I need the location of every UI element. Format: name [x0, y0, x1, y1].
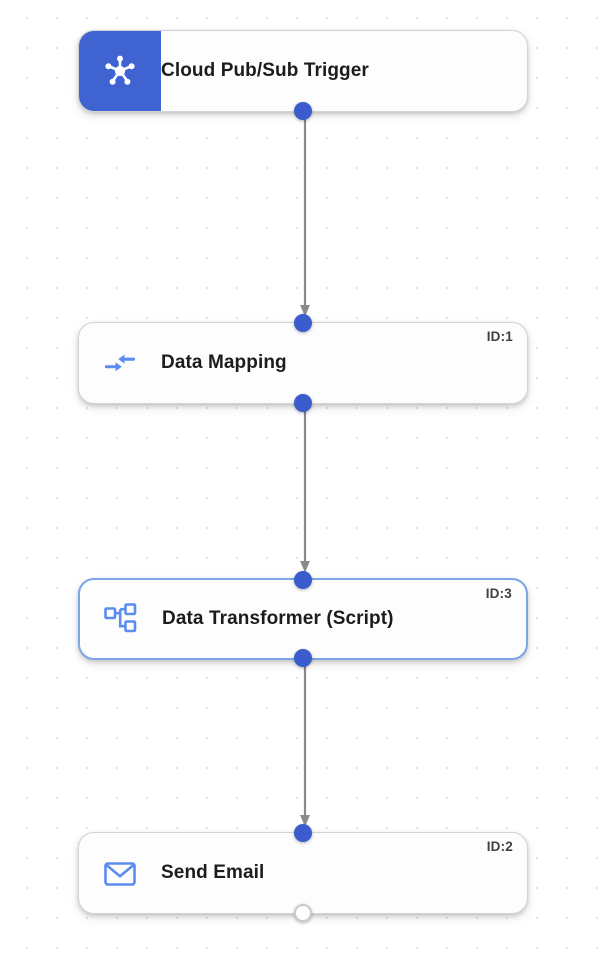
output-handle[interactable]	[294, 649, 312, 667]
node-cloud-pubsub-trigger[interactable]: Cloud Pub/Sub Trigger	[78, 30, 528, 120]
output-handle[interactable]	[294, 394, 312, 412]
node-id-badge: ID:1	[486, 329, 513, 344]
input-handle[interactable]	[294, 571, 312, 589]
output-handle[interactable]	[294, 102, 312, 120]
node-label: Cloud Pub/Sub Trigger	[161, 60, 369, 81]
envelope-icon	[79, 853, 161, 893]
data-transformer-icon	[80, 599, 162, 639]
node-label: Send Email	[161, 862, 265, 883]
input-handle[interactable]	[294, 824, 312, 842]
pubsub-icon	[79, 31, 161, 111]
node-label: Data Transformer (Script)	[162, 608, 394, 629]
node-id-badge: ID:3	[485, 586, 512, 601]
output-handle[interactable]	[294, 904, 312, 922]
node-data-mapping[interactable]: Data Mapping ID:1	[78, 314, 528, 412]
node-label: Data Mapping	[161, 352, 287, 373]
node-id-badge: ID:2	[486, 839, 513, 854]
data-mapping-icon	[79, 343, 161, 383]
node-send-email[interactable]: Send Email ID:2	[78, 824, 528, 922]
input-handle[interactable]	[294, 314, 312, 332]
node-data-transformer-script[interactable]: Data Transformer (Script) ID:3	[78, 571, 528, 667]
